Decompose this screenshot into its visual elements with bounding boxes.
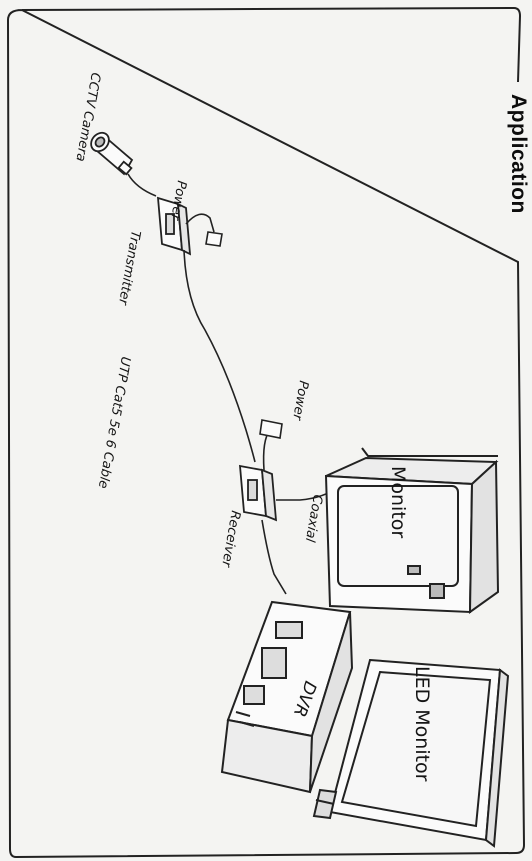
page-title: Application <box>507 94 530 214</box>
power-lead-top <box>185 213 215 233</box>
power-plug-top-icon <box>205 231 223 247</box>
label-receiver: Receiver <box>218 509 243 569</box>
led-monitor <box>312 658 510 848</box>
label-utp-cable: UTP Cat5 5e 6 Cable <box>95 355 133 489</box>
label-transmitter: Transmitter <box>115 229 143 307</box>
label-led-monitor: LED Monitor <box>411 666 433 782</box>
power-plug-mid-icon <box>259 419 283 439</box>
camera-lead <box>127 173 157 197</box>
label-power-top: Power <box>167 179 189 222</box>
cctv-camera-icon <box>90 131 134 176</box>
label-coaxial: Coaxial <box>302 493 325 543</box>
utp-cable <box>183 249 256 463</box>
dvr-lead <box>261 519 287 595</box>
diagram-frame <box>6 6 526 859</box>
label-power-mid: Power <box>289 379 311 422</box>
dvr-device <box>220 600 354 794</box>
receiver-device <box>239 464 278 522</box>
crt-monitor <box>324 447 500 614</box>
transmitter-device <box>156 196 192 256</box>
title-container: Application <box>506 92 532 252</box>
label-monitor: Monitor <box>387 466 409 538</box>
